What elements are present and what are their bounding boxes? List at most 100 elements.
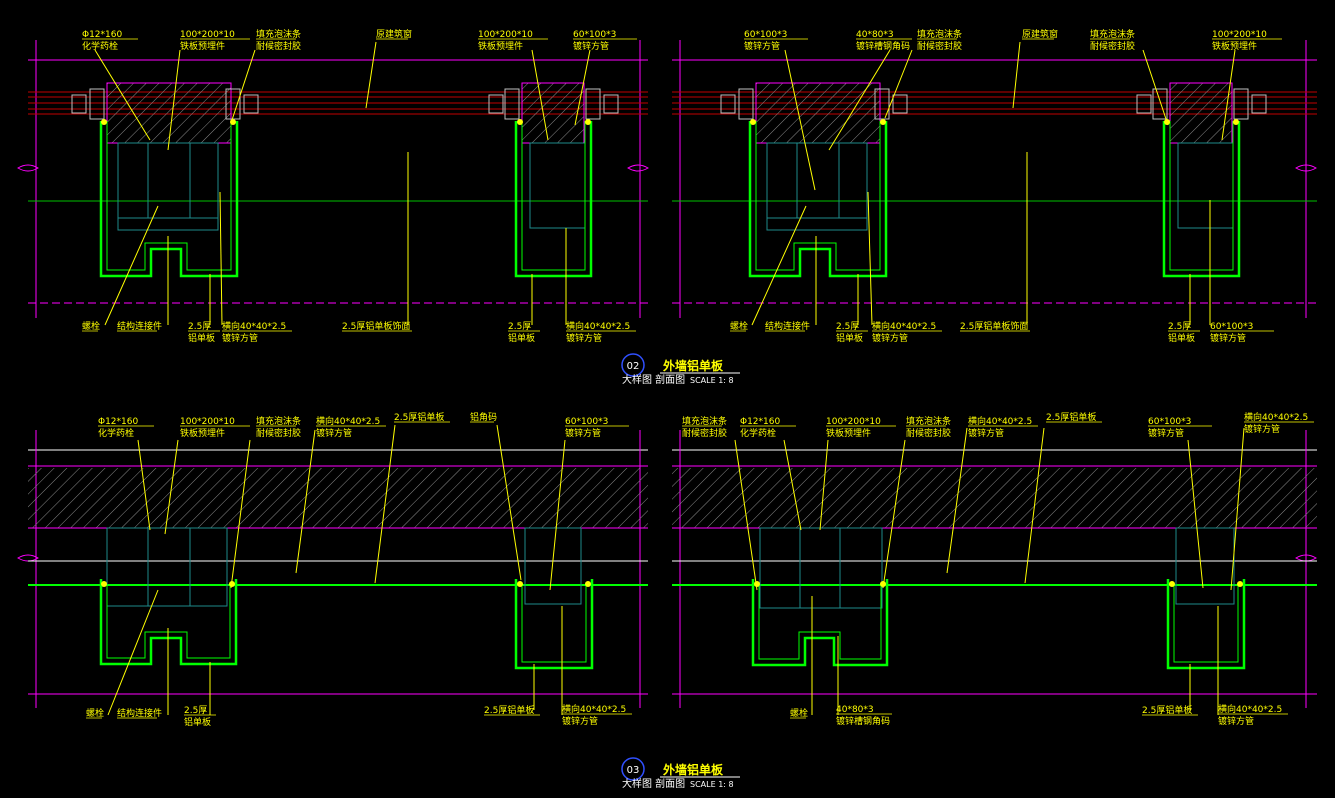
anchor-bracket — [243, 94, 259, 114]
panel-tr-top-label-1-line-1: 镀锌槽钢角码 — [856, 40, 910, 52]
panel-bl-bottom-label-4-line-0: 横向40*40*2.5 — [562, 703, 626, 715]
panel-br-top-label-3-line-0: 填充泡沫条 — [906, 415, 951, 427]
panel-bl-top-label-4-line-0: 2.5厚铝单板 — [394, 411, 444, 423]
detail-number-circle — [621, 757, 645, 781]
panel-tl-bottom-label-2-line-0: 2.5厚 — [188, 321, 211, 332]
title-block-03: 03 外墙铝单板 大样图 剖面图 SCALE 1: 8 — [621, 757, 740, 790]
aluminum-profile — [751, 579, 889, 667]
panel-tl-bottom-label-5-line-0: 2.5厚 — [508, 321, 531, 332]
panel-tl-top-label-4-line-0: 100*200*10 — [478, 30, 533, 40]
panel-bl-top-label-3-line-0: 横向40*40*2.5 — [316, 415, 380, 427]
concrete-column — [755, 82, 881, 144]
panel-tr-bottom-label-6-line-0: 60*100*3 — [1210, 322, 1253, 332]
panel-tl-bottom-label-1-line-0: 结构连接件 — [117, 320, 162, 332]
panel-tr-bottom-label-0-line-0: 螺栓 — [730, 320, 748, 332]
section-03-left — [17, 430, 648, 708]
fastener-dots — [101, 119, 1243, 587]
panel-bl-top-label-2-line-0: 填充泡沫条 — [256, 415, 301, 427]
panel-tr-top-label-0-line-0: 60*100*3 — [744, 30, 787, 40]
panel-tl-top-label-0-line-0: Φ12*160 — [82, 30, 122, 40]
break-symbol — [627, 164, 649, 172]
aluminum-profile — [748, 121, 888, 278]
panel-br-bottom-label-3-line-0: 横向40*40*2.5 — [1218, 703, 1282, 715]
aluminum-profile — [514, 121, 593, 278]
panel-tr-top-label-1-line-0: 40*80*3 — [856, 30, 894, 40]
panel-bl-bottom-label-0-line-0: 螺栓 — [86, 707, 104, 719]
concrete-column — [106, 82, 232, 144]
panel-br-top-label-1-line-0: Φ12*160 — [740, 417, 780, 427]
panel-tr-top-label-4-line-1: 耐候密封胶 — [1090, 40, 1135, 52]
panel-br-top-label-4-line-1: 镀锌方管 — [968, 427, 1004, 439]
panel-tr-bottom-label-2-line-0: 2.5厚 — [836, 321, 859, 332]
panel-tl-top-label-2-line-0: 填充泡沫条 — [256, 28, 301, 40]
panel-tr-bottom-label-3-line-0: 横向40*40*2.5 — [872, 320, 936, 332]
panel-tl-top-label-5-line-1: 镀锌方管 — [573, 40, 609, 52]
anchor-bracket — [504, 88, 520, 120]
detail-scale: SCALE 1: 8 — [690, 780, 734, 789]
panel-tl-top-label-4-line-1: 铁板预埋件 — [478, 40, 523, 52]
panel-bl-bottom-label-4-line-1: 镀锌方管 — [562, 715, 598, 727]
panel-tl-bottom-label-6-line-1: 镀锌方管 — [566, 332, 602, 344]
panel-bl-top-label-6-line-1: 镀锌方管 — [565, 427, 601, 439]
detail-number-circle — [621, 353, 645, 377]
detail-subtitle: 大样图 剖面图 — [622, 777, 685, 790]
panel-tl-bottom-label-3-line-0: 横向40*40*2.5 — [222, 320, 286, 332]
break-symbol — [17, 164, 39, 172]
panel-tl-top-label-3-line-0: 原建筑窗 — [376, 28, 412, 40]
panel-bl-top-label-1-line-0: 100*200*10 — [180, 417, 235, 427]
panel-tr-top-label-5-line-0: 100*200*10 — [1212, 30, 1267, 40]
panel-tr-bottom-label-3-line-1: 镀锌方管 — [872, 332, 908, 344]
title-block-02: 02 外墙铝单板 大样图 剖面图 SCALE 1: 8 — [621, 353, 740, 386]
panel-tl-bottom-label-5-line-1: 铝单板 — [508, 332, 535, 344]
panel-bl-top-label-0-line-1: 化学药栓 — [98, 427, 134, 439]
panel-bl-top-label-5-line-0: 铝角码 — [470, 411, 497, 423]
panel-br-top-label-6-line-1: 镀锌方管 — [1148, 427, 1184, 439]
panel-tl-top-label-2-line-1: 耐候密封胶 — [256, 40, 301, 52]
concrete-wall — [28, 468, 648, 528]
detail-subtitle: 大样图 剖面图 — [622, 373, 685, 386]
section-02-left — [17, 40, 649, 318]
panel-bl-top-label-1-line-1: 铁板预埋件 — [180, 427, 225, 439]
panel-br-top-label-4-line-0: 横向40*40*2.5 — [968, 415, 1032, 427]
anchor-bracket — [585, 88, 601, 120]
anchor-bracket — [488, 94, 504, 114]
panel-br-top-label-6-line-0: 60*100*3 — [1148, 417, 1191, 427]
panel-br-top-label-1-line-1: 化学药栓 — [740, 427, 776, 439]
panel-tr-bottom-label-1-line-0: 结构连接件 — [765, 320, 810, 332]
anchor-bracket — [89, 88, 105, 120]
panel-br-top-label-2-line-0: 100*200*10 — [826, 417, 881, 427]
panel-bl-top-label-2-line-1: 耐候密封胶 — [256, 427, 301, 439]
panel-br-top-label-0-line-1: 耐候密封胶 — [682, 427, 727, 439]
detail-number: 02 — [627, 361, 640, 372]
panel-bl-bottom-label-2-line-0: 2.5厚 — [184, 705, 207, 716]
panel-tr-bottom-label-6-line-1: 镀锌方管 — [1210, 332, 1246, 344]
panel-br-top-label-3-line-1: 耐候密封胶 — [906, 427, 951, 439]
panel-tr-top-label-5-line-1: 铁板预埋件 — [1212, 40, 1257, 52]
panel-bl-top-label-3-line-1: 镀锌方管 — [316, 427, 352, 439]
panel-tl-top-label-1-line-0: 100*200*10 — [180, 30, 235, 40]
section-03-right — [672, 430, 1317, 708]
anchor-bracket — [603, 94, 619, 114]
panel-tr-top-label-4-line-0: 填充泡沫条 — [1090, 28, 1135, 40]
panel-tl-top-label-0-line-1: 化学药栓 — [82, 40, 118, 52]
panel-br-top-label-2-line-1: 铁板预埋件 — [826, 427, 871, 439]
panel-bl-top-label-0-line-0: Φ12*160 — [98, 417, 138, 427]
panel-br-bottom-label-1-line-1: 镀锌槽钢角码 — [836, 715, 890, 727]
detail-title: 外墙铝单板 — [663, 762, 724, 777]
break-symbol — [1295, 164, 1317, 172]
panel-tr-bottom-label-5-line-1: 铝单板 — [1168, 332, 1195, 344]
aluminum-profile — [1166, 579, 1246, 670]
annotation-labels: Φ12*160化学药栓100*200*10铁板预埋件填充泡沫条耐候密封胶原建筑窗… — [82, 28, 1314, 728]
section-02-right — [672, 40, 1317, 318]
aluminum-profile — [99, 121, 239, 278]
panel-tl-bottom-label-6-line-0: 横向40*40*2.5 — [566, 320, 630, 332]
panel-tl-bottom-label-2-line-1: 铝单板 — [188, 332, 215, 344]
panel-tl-bottom-label-0-line-0: 螺栓 — [82, 320, 100, 332]
aluminum-profile — [1162, 121, 1241, 278]
panel-tr-top-label-2-line-1: 耐候密封胶 — [917, 40, 962, 52]
detail-title: 外墙铝单板 — [663, 358, 724, 373]
panel-br-top-label-7-line-0: 横向40*40*2.5 — [1244, 411, 1308, 423]
panel-bl-bottom-label-3-line-0: 2.5厚铝单板 — [484, 704, 534, 716]
panel-tl-bottom-label-3-line-1: 镀锌方管 — [222, 332, 258, 344]
